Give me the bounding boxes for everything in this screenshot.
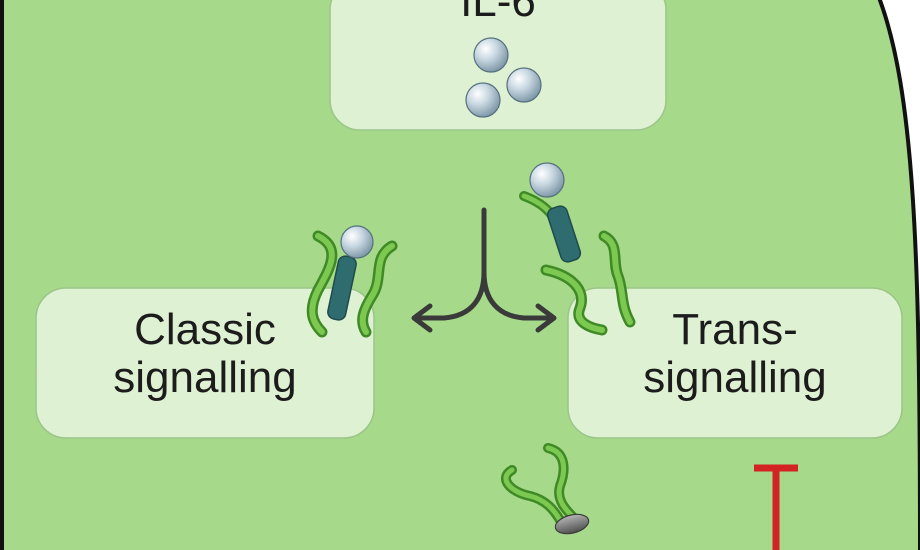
il6-label: IL-6 [330, 0, 666, 26]
classic-label-line-2: signalling [113, 352, 297, 402]
il6-molecule-icon [465, 37, 542, 118]
trans-signalling-box [567, 287, 903, 439]
trans-label-line-2: signalling [643, 352, 827, 402]
soluble-il6-complex-icon [519, 162, 582, 263]
inhibitor-bar-icon [754, 464, 798, 550]
gp130-receptor-icon [540, 230, 636, 336]
classic-signalling-box [35, 287, 375, 439]
il6-label-text: IL-6 [460, 0, 536, 26]
membrane-receptor-complex-icon [306, 225, 398, 338]
soluble-receptor-icon [501, 443, 590, 535]
bidirectional-split-arrow-icon [411, 207, 557, 333]
trans-label-line-1: Trans- [672, 305, 798, 354]
classic-signalling-label: Classic signalling [36, 306, 374, 401]
classic-label-line-1: Classic [134, 305, 276, 354]
trans-signalling-label: Trans- signalling [568, 306, 902, 401]
